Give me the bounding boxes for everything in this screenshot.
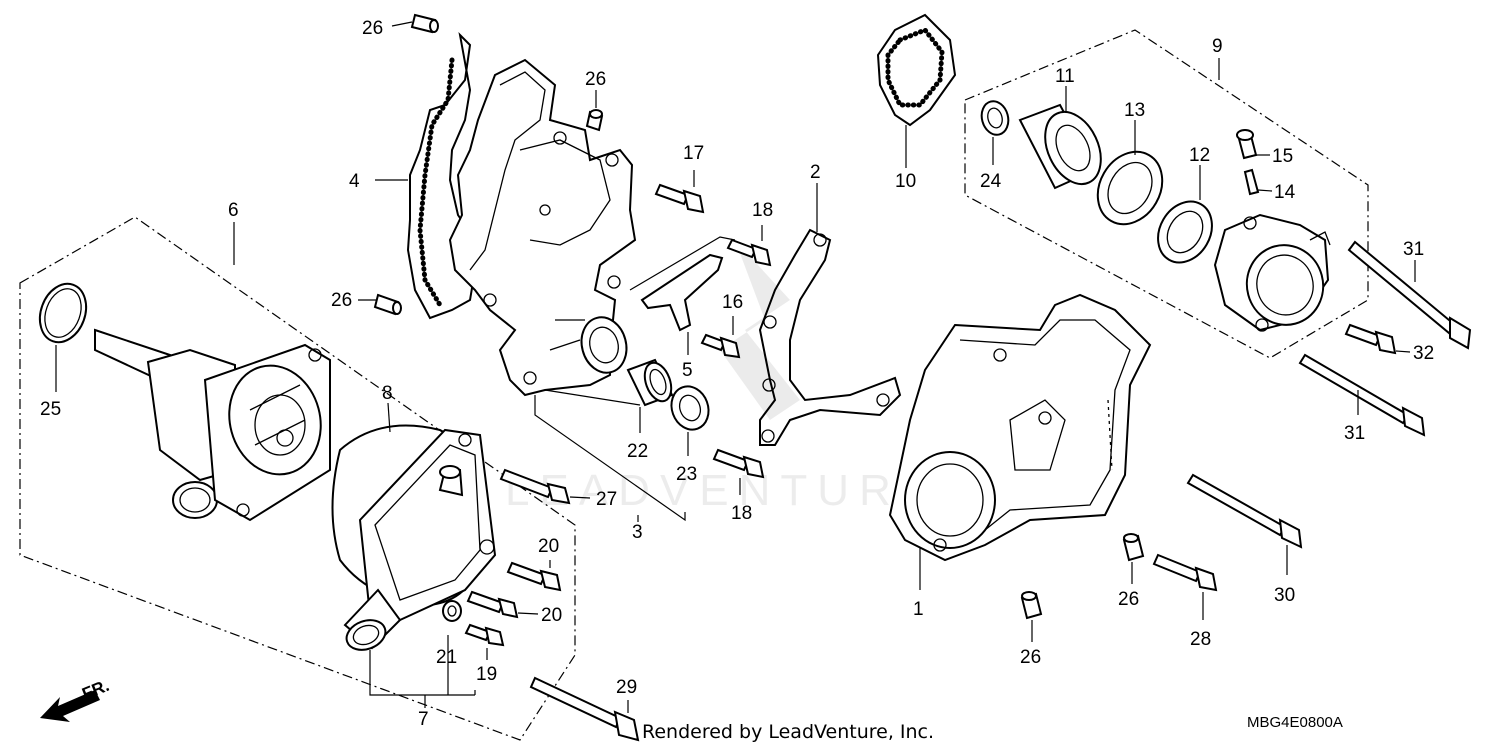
dowel-26-right-upper xyxy=(1122,533,1145,584)
seal-23 xyxy=(670,385,710,456)
callout-26: 26 xyxy=(585,69,606,90)
callout-24: 24 xyxy=(980,171,1002,192)
callout-27: 27 xyxy=(596,489,617,510)
callout-8: 8 xyxy=(382,383,393,404)
callout-17: 17 xyxy=(683,143,704,164)
bolt-31-upper xyxy=(1347,240,1472,350)
callout-25: 25 xyxy=(40,399,61,420)
gasket-4 xyxy=(375,32,476,320)
bolt-31-lower xyxy=(1298,353,1426,437)
render-credit: Rendered by LeadVenture, Inc. xyxy=(642,721,934,743)
seal-12 xyxy=(1157,165,1213,264)
callout-2: 2 xyxy=(810,162,821,183)
callout-31: 31 xyxy=(1344,423,1365,444)
watermark: LEADVENTURE xyxy=(505,466,940,515)
callout-21: 21 xyxy=(436,647,457,668)
bolt-28 xyxy=(1152,553,1218,620)
bolt-29 xyxy=(529,676,640,742)
callout-6: 6 xyxy=(228,200,239,221)
group-outline-9 xyxy=(964,29,1369,359)
callout-22: 22 xyxy=(627,441,648,462)
watermark-logo xyxy=(720,240,800,420)
callout-28: 28 xyxy=(1190,629,1211,650)
callout-19: 19 xyxy=(476,664,497,685)
bearing-11 xyxy=(1018,86,1102,190)
bearing-22 xyxy=(626,358,674,433)
dowel-26-center xyxy=(585,90,604,132)
bolt-18-upper xyxy=(726,225,772,267)
callout-5: 5 xyxy=(682,360,693,381)
callout-9: 9 xyxy=(1212,36,1223,57)
cover-1 xyxy=(888,293,1152,590)
bolt-30 xyxy=(1186,473,1303,575)
thermostat-housing xyxy=(1213,213,1331,332)
plate-5 xyxy=(640,253,724,355)
diagram-code: MBG4E0800A xyxy=(1247,714,1343,731)
callout-18: 18 xyxy=(752,200,773,221)
bolt-19 xyxy=(464,623,505,660)
pump-cover-7 xyxy=(343,428,497,708)
bolt-20-upper xyxy=(506,560,562,592)
callout-11: 11 xyxy=(1055,66,1075,87)
callout-10: 10 xyxy=(895,171,916,192)
callout-20: 20 xyxy=(541,605,562,626)
callout-3: 3 xyxy=(632,522,643,543)
bolt-32 xyxy=(1344,323,1411,355)
callout-15: 15 xyxy=(1272,146,1293,167)
callout-32: 32 xyxy=(1413,343,1434,364)
gasket-10 xyxy=(876,13,957,168)
callout-18: 18 xyxy=(731,503,752,524)
callout-26: 26 xyxy=(1118,589,1139,610)
callout-26: 26 xyxy=(331,290,352,311)
bolt-16 xyxy=(700,316,741,359)
gasket-2 xyxy=(758,183,902,446)
o-ring-8 xyxy=(331,402,481,607)
fitting-14 xyxy=(1243,168,1273,196)
callout-26: 26 xyxy=(1020,647,1041,668)
callout-26: 26 xyxy=(362,18,383,39)
seal-13 xyxy=(1096,120,1164,226)
callout-20: 20 xyxy=(538,536,559,557)
washer-21 xyxy=(442,600,462,622)
pump-housing-center xyxy=(448,58,686,522)
callout-7: 7 xyxy=(418,709,429,730)
callout-23: 23 xyxy=(676,464,697,485)
water-pump-6 xyxy=(94,222,331,522)
callout-13: 13 xyxy=(1124,100,1145,121)
callout-12: 12 xyxy=(1189,145,1210,166)
bolt-17 xyxy=(654,170,705,214)
callout-4: 4 xyxy=(349,171,360,192)
bolt-27 xyxy=(499,468,591,505)
dowel-26-right-lower xyxy=(1020,591,1043,642)
callout-1: 1 xyxy=(913,599,924,620)
callout-31: 31 xyxy=(1403,239,1424,260)
callout-16: 16 xyxy=(722,292,743,313)
seal-24 xyxy=(980,100,1010,165)
callout-30: 30 xyxy=(1274,585,1295,606)
dowel-26-left xyxy=(358,293,402,316)
bolt-20-lower xyxy=(466,590,539,619)
dowel-26-top xyxy=(391,13,439,34)
group-outline-6 xyxy=(19,216,576,741)
callout-14: 14 xyxy=(1274,182,1296,203)
bolt-18-lower xyxy=(712,448,765,495)
callout-29: 29 xyxy=(616,677,637,698)
o-ring-25 xyxy=(38,282,88,392)
front-direction-arrow-icon: FR. xyxy=(40,676,112,722)
fitting-15 xyxy=(1236,129,1270,160)
front-direction-label: FR. xyxy=(79,676,112,704)
